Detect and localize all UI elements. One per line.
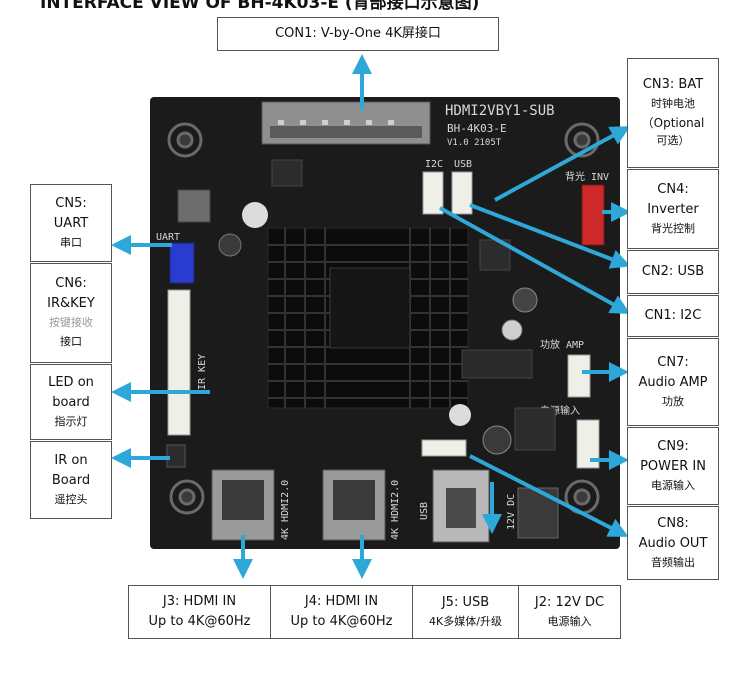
label-cn8: CN8: Audio OUT 音频输出 <box>627 506 719 580</box>
label-cn2: CN2: USB <box>627 250 719 294</box>
usb-port-j5 <box>432 469 490 543</box>
port-cell-j3: J3: HDMI IN Up to 4K@60Hz <box>129 586 271 638</box>
port-cell-j5: J5: USB 4K多媒体/升级 <box>413 586 519 638</box>
label-cn5: CN5: UART 串口 <box>30 184 112 262</box>
label-ir: IR on Board 遥控头 <box>30 441 112 519</box>
label-cn6: CN6: IR&KEY 按键接收 接口 <box>30 263 112 363</box>
label-cn9: CN9: POWER IN 电源输入 <box>627 427 719 505</box>
board-version: V1.0 2105T <box>447 138 502 148</box>
svg-text:USB: USB <box>419 502 430 520</box>
hdmi-port-j3 <box>211 469 275 541</box>
usb-header <box>451 171 473 215</box>
board-model: BH-4K03-E <box>447 122 507 135</box>
ir-key-connector <box>167 289 191 436</box>
audio-amp-connector <box>567 354 591 398</box>
label-con1: CON1: V-by-One 4K屏接口 <box>217 17 499 51</box>
label-cn4: CN4: Inverter 背光控制 <box>627 169 719 249</box>
inverter-connector <box>581 184 605 246</box>
uart-connector <box>169 242 195 284</box>
svg-text:USB: USB <box>454 159 472 170</box>
label-cn7: CN7: Audio AMP 功放 <box>627 338 719 426</box>
svg-text:功放 AMP: 功放 AMP <box>540 338 584 351</box>
arrow-cn3 <box>494 126 631 202</box>
svg-text:UART: UART <box>156 232 180 243</box>
arrow-cn1 <box>439 206 631 314</box>
audio-out-connector <box>421 439 467 457</box>
label-led: LED on board 指示灯 <box>30 364 112 440</box>
svg-text:4K HDMI2.0: 4K HDMI2.0 <box>280 480 291 540</box>
inductor <box>177 189 211 223</box>
label-cn3: CN3: BAT 时钟电池 （Optional 可选） <box>627 58 719 168</box>
svg-text:IR KEY: IR KEY <box>197 354 208 390</box>
power-in-connector <box>576 419 600 469</box>
svg-text:背光 INV: 背光 INV <box>565 170 609 183</box>
svg-text:I2C: I2C <box>425 159 443 170</box>
hdmi-port-j4 <box>322 469 386 541</box>
bottom-ports-table: J3: HDMI IN Up to 4K@60Hz J4: HDMI IN Up… <box>128 585 621 639</box>
led-indicator <box>242 202 268 228</box>
svg-text:12V DC: 12V DC <box>506 494 517 530</box>
arrow-cn8 <box>469 454 629 537</box>
arrow-cn2 <box>469 203 631 269</box>
page-title: INTERFACE VIEW OF BH-4K03-E (背部接口示意图) <box>40 0 480 13</box>
svg-text:4K HDMI2.0: 4K HDMI2.0 <box>390 480 401 540</box>
i2c-connector <box>422 171 444 215</box>
board-name: HDMI2VBY1-SUB <box>445 103 555 119</box>
label-cn1: CN1: I2C <box>627 295 719 337</box>
port-cell-j4: J4: HDMI IN Up to 4K@60Hz <box>271 586 413 638</box>
port-cell-j2: J2: 12V DC 电源输入 <box>534 594 605 628</box>
